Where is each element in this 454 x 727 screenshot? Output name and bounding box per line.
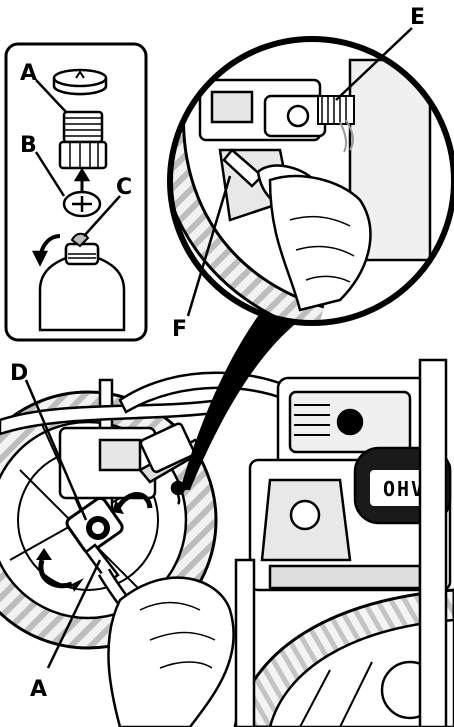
main-scene: OHV: [0, 358, 454, 727]
hand-with-bottle: [222, 148, 372, 312]
plus-sign: [62, 167, 102, 218]
leader-lines: [24, 27, 413, 669]
right-wheel: [233, 588, 454, 727]
callout-d: D: [10, 361, 28, 386]
cleaning-brush: [317, 95, 355, 153]
callout-a-bottom: A: [30, 677, 47, 702]
pump-body: [58, 422, 208, 505]
engine-badge: OHV: [383, 477, 425, 501]
callout-c: C: [116, 175, 132, 200]
magnified-view: [167, 36, 454, 490]
outlet-fitting: [36, 492, 153, 592]
cap: [52, 68, 108, 96]
callout-b: B: [20, 133, 37, 158]
hose-and-hand: [84, 543, 235, 727]
callout-a-top: A: [20, 61, 37, 86]
right-handle: [234, 358, 448, 727]
callout-e: E: [410, 5, 425, 30]
inset-panel: [4, 42, 148, 342]
quick-connect-adapter: [58, 110, 108, 170]
oil-bottle: [31, 232, 126, 332]
callout-f: F: [172, 317, 187, 342]
